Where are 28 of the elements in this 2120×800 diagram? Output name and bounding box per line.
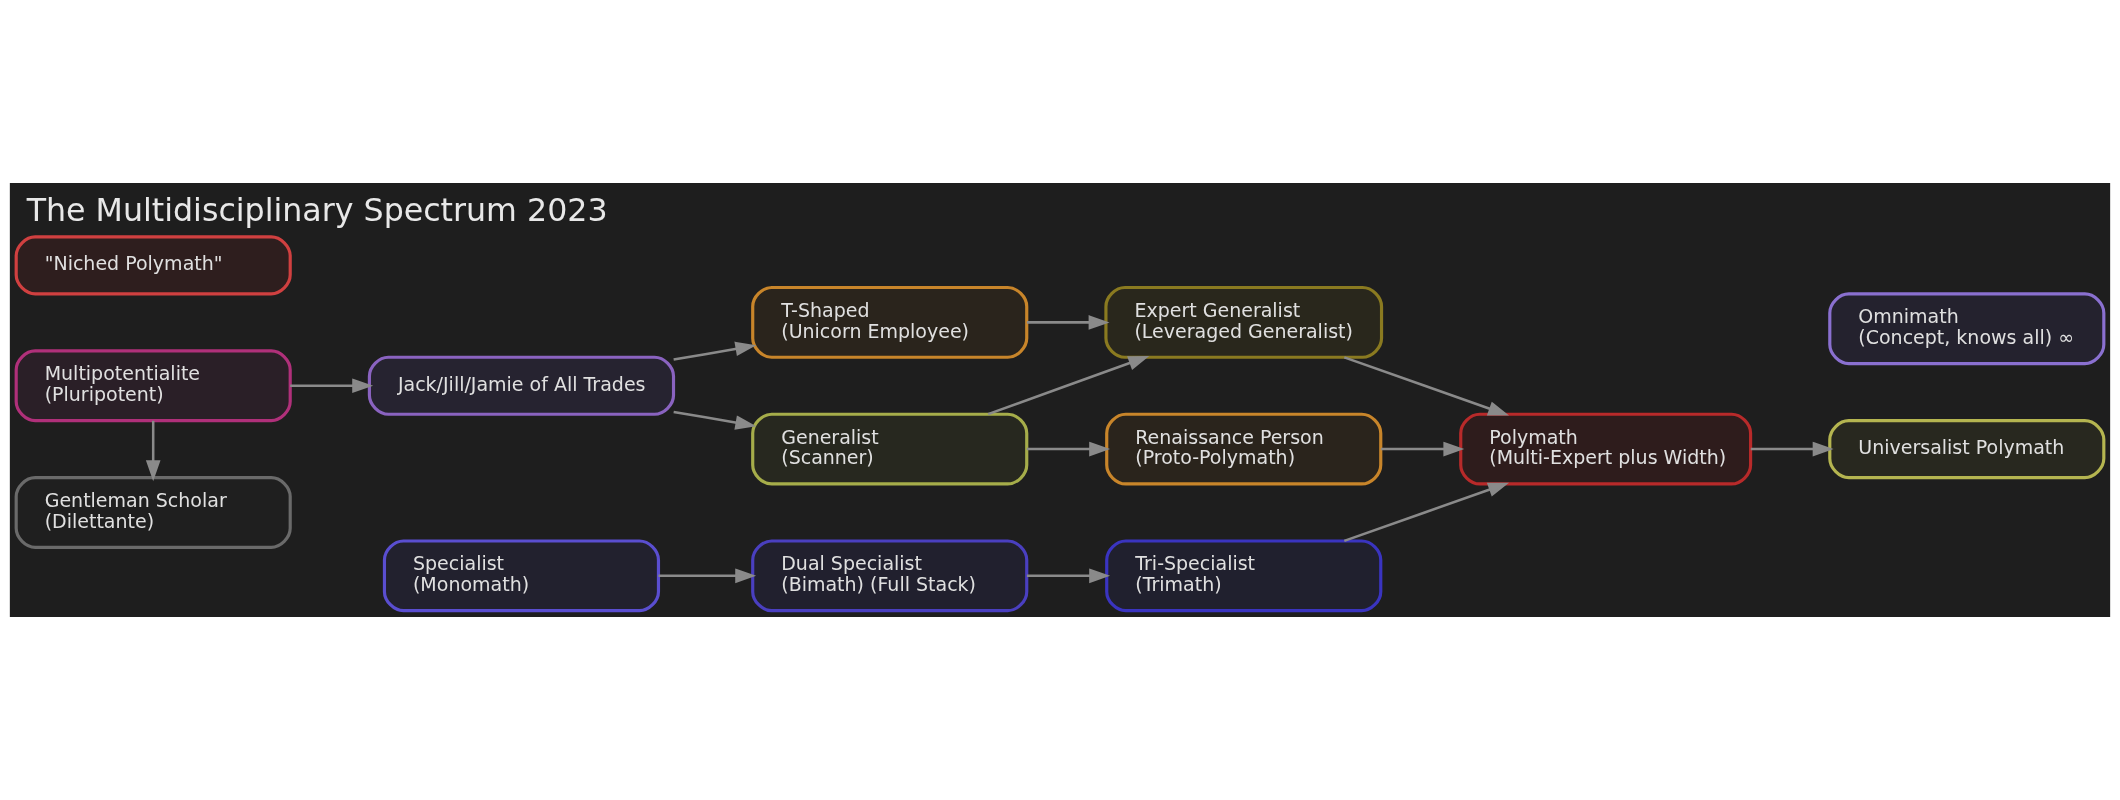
arrow [1026, 441, 1111, 457]
node-box: "Niched Polymath" [14, 235, 292, 296]
node-box: Generalist (Scanner) [751, 412, 1029, 486]
arrow [1026, 315, 1110, 330]
node-box: Multipotentialite (Pluripotent) [14, 349, 292, 423]
node-box: T-Shaped (Unicorn Employee) [751, 285, 1029, 359]
node-box: Dual Specialist (Bimath) (Full Stack) [751, 539, 1029, 613]
arrow [1343, 356, 1510, 416]
arrow [987, 355, 1150, 416]
node-box: Renaissance Person (Proto-Polymath) [1105, 412, 1383, 486]
arrow [658, 568, 757, 584]
node-box: Jack/Jill/Jamie of All Trades [367, 355, 676, 416]
node-box: Expert Generalist (Leveraged Generalist) [1104, 285, 1384, 359]
node-box: Polymath (Multi-Expert plus Width) [1459, 412, 1753, 486]
arrow [145, 420, 161, 482]
arrow [1026, 568, 1111, 584]
diagram-title: The Multidisciplinary Spectrum 2023 [26, 192, 608, 229]
node-box: Universalist Polymath [1828, 419, 2106, 480]
arrow [1750, 441, 1834, 457]
arrow [673, 341, 757, 361]
node-box: Specialist (Monomath) [382, 539, 661, 613]
node-box: Tri-Specialist (Trimath) [1105, 539, 1383, 613]
arrow [290, 378, 374, 394]
arrow [673, 410, 757, 430]
arrow [1380, 441, 1465, 457]
node-box: Gentleman Scholar (Dilettante) [14, 476, 292, 549]
arrow [1343, 482, 1510, 543]
node-box: Omnimath (Concept, knows all) ∞ [1828, 292, 2106, 366]
